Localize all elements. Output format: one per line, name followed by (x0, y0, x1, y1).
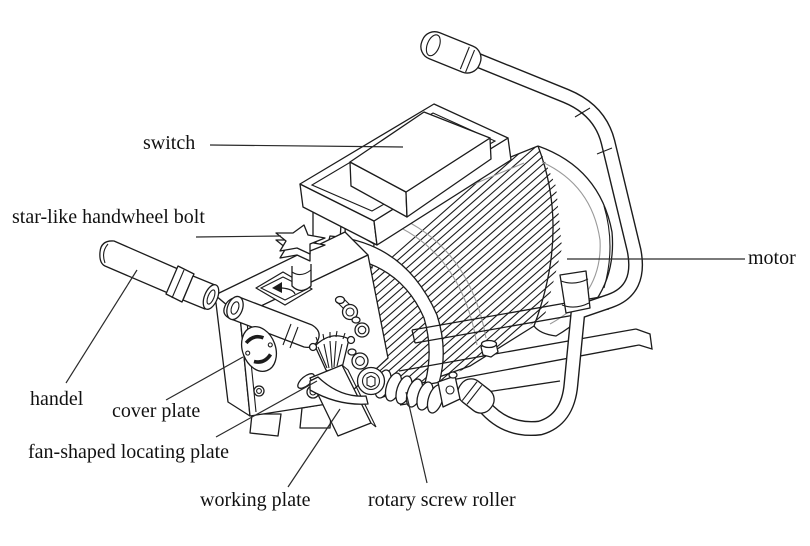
label-motor: motor (748, 247, 796, 269)
leader-line-cover-plate (165, 356, 244, 401)
motor-end-cap (533, 145, 614, 337)
stand-collar (457, 378, 495, 414)
leader-lines (65, 144, 745, 488)
roller-support-arm (309, 376, 369, 405)
label-star-bolt: star-like handwheel bolt (12, 206, 205, 228)
hex-nut (480, 339, 499, 358)
direction-arrow-plate (255, 271, 313, 306)
socket-bolt-3 (347, 348, 369, 370)
leader-line-working-plate (287, 408, 341, 488)
small-bolt (253, 385, 265, 397)
leader-line-star-bolt (195, 235, 282, 238)
carry-frame-tube (420, 31, 644, 437)
leader-line-switch (209, 144, 404, 148)
socket-bolt-2 (351, 316, 370, 338)
label-fan-plate: fan-shaped locating plate (28, 441, 230, 463)
star-handwheel-bolt (275, 224, 326, 292)
label-handel: handel (30, 388, 84, 410)
socket-bolt-1 (334, 295, 359, 321)
stand-sleeve (559, 270, 591, 314)
label-cover-plate: cover plate (112, 400, 201, 422)
label-working-plate: working plate (200, 489, 311, 511)
leader-line-handel (65, 269, 138, 384)
cover-plate-disc (240, 326, 278, 372)
leader-line-screw-roller (405, 391, 428, 484)
leader-line-fan-plate (215, 380, 318, 438)
front-handle (99, 240, 220, 310)
rotary-screw-roller-part (356, 366, 461, 414)
switch-button-block (349, 111, 492, 218)
label-screw-roller: rotary screw roller (368, 489, 516, 511)
handle-boss (223, 295, 320, 349)
frame-grip (420, 31, 482, 74)
label-switch: switch (143, 132, 196, 154)
